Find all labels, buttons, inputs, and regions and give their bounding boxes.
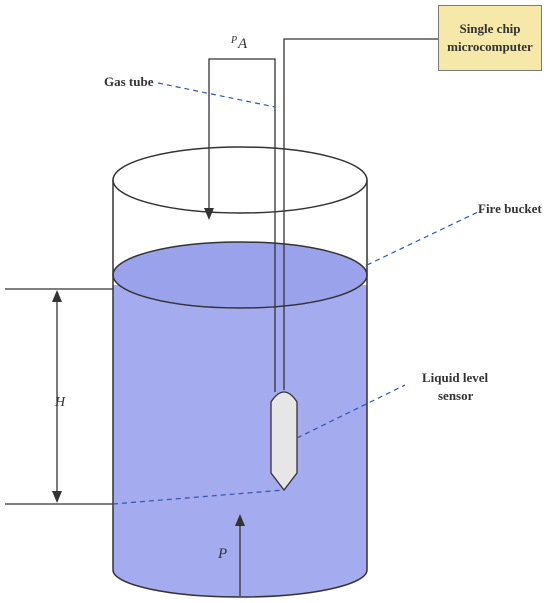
pressure-arrowhead xyxy=(235,514,245,526)
fire-bucket-label: Fire bucket xyxy=(478,201,542,216)
gas-tube xyxy=(208,58,276,392)
liquid-level-sensor xyxy=(270,391,298,492)
bucket-bottom xyxy=(112,569,368,598)
bucket-rim xyxy=(112,146,368,214)
height-bottom-leader xyxy=(112,489,285,505)
pressure-bottom-label: P xyxy=(217,546,227,562)
sensor-label-line1: Liquid level xyxy=(422,370,488,385)
sensor-cable xyxy=(283,38,438,390)
liquid-body xyxy=(113,285,367,597)
pressure-top-label: A xyxy=(237,36,248,52)
microcomputer-label-line1: Single chip xyxy=(459,21,521,36)
liquid-surface xyxy=(112,241,368,309)
height-label: H xyxy=(54,395,66,410)
gas-tube-label: Gas tube xyxy=(104,74,154,89)
height-arrow-up xyxy=(52,290,62,302)
pressure-top-prefix: P xyxy=(230,35,237,46)
fire-bucket-leader xyxy=(366,211,479,266)
sensor-leader xyxy=(296,384,406,439)
microcomputer-box: Single chip microcomputer xyxy=(438,5,542,71)
height-arrow-down xyxy=(52,491,62,503)
microcomputer-label-line2: microcomputer xyxy=(447,39,533,54)
sensor-label-line2: sensor xyxy=(438,388,474,403)
gas-tube-arrowhead xyxy=(204,208,214,220)
gas-tube-leader xyxy=(157,82,276,108)
